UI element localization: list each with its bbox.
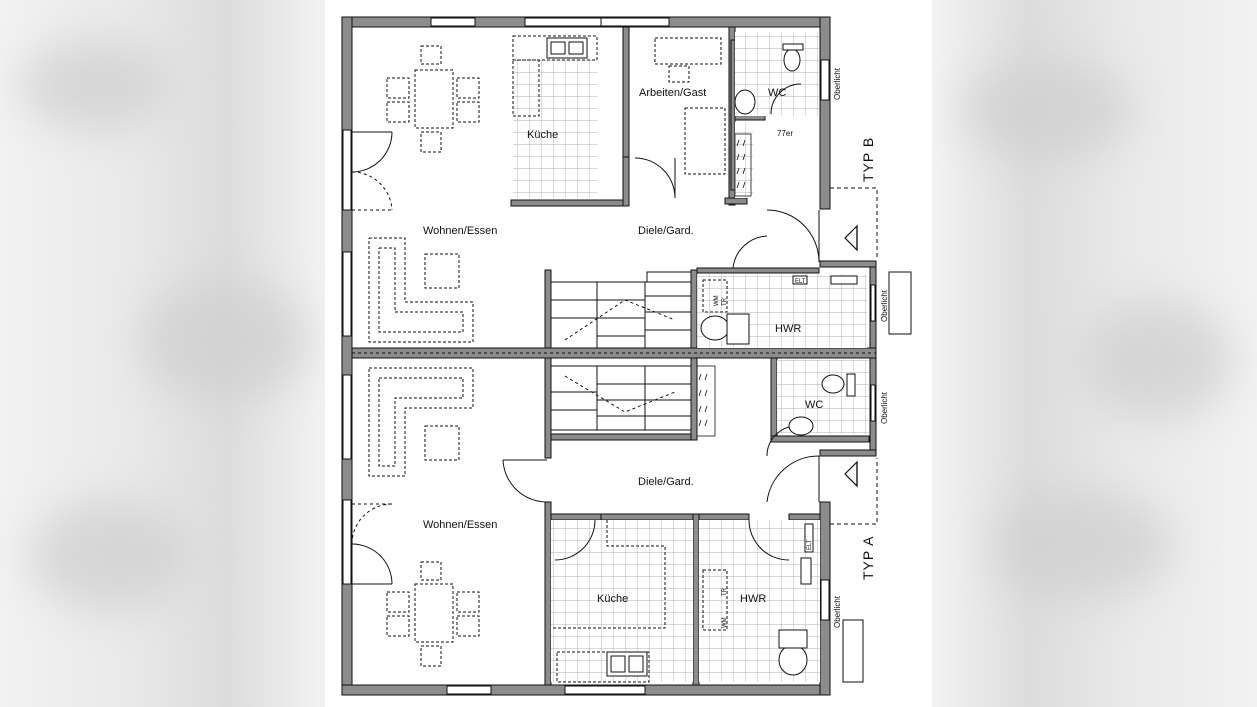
label-elt-lower: ELT bbox=[807, 539, 813, 550]
tiled-floors bbox=[513, 32, 869, 682]
label-washer-upper: WM bbox=[714, 295, 720, 306]
label-type-a: TYP A bbox=[860, 536, 876, 580]
label-utility-upper: HWR bbox=[775, 323, 801, 335]
cabinet-hatching bbox=[696, 133, 752, 437]
lower-interior-walls bbox=[544, 357, 870, 686]
label-skylight-lower-2: Oberlicht bbox=[833, 595, 842, 628]
overhang-outlines bbox=[830, 187, 878, 525]
windows bbox=[342, 17, 876, 695]
stairs-upper bbox=[550, 271, 692, 349]
label-hall-upper: Diele/Gard. bbox=[638, 225, 694, 237]
label-kitchen-lower: Küche bbox=[597, 593, 628, 605]
label-wc-lower: WC bbox=[805, 399, 823, 411]
upper-interior-walls bbox=[510, 26, 820, 349]
sanitary-fixtures bbox=[546, 37, 858, 677]
label-wc-note: 77er bbox=[777, 129, 793, 138]
room-labels: Küche Arbeiten/Gast WC 77er Wohnen/Essen… bbox=[423, 87, 823, 605]
label-hall-lower: Diele/Gard. bbox=[638, 476, 694, 488]
type-labels: TYP B TYP A bbox=[860, 137, 876, 580]
entrance-markers bbox=[844, 224, 858, 488]
stairs-lower bbox=[550, 365, 692, 431]
label-wc-upper: WC bbox=[768, 87, 786, 99]
label-dryer-upper: TR bbox=[722, 297, 728, 306]
floor-plan-drawing: Küche Arbeiten/Gast WC 77er Wohnen/Essen… bbox=[341, 16, 912, 696]
furniture-lower bbox=[368, 367, 728, 683]
appliance-labels: WM TR ELT WM TR ELT bbox=[714, 279, 813, 628]
label-utility-lower: HWR bbox=[740, 593, 766, 605]
label-skylight-upper-2: Oberlicht bbox=[880, 289, 889, 322]
floor-plan: Küche Arbeiten/Gast WC 77er Wohnen/Essen… bbox=[325, 0, 932, 707]
label-office-guest: Arbeiten/Gast bbox=[639, 87, 706, 99]
label-living-upper: Wohnen/Essen bbox=[423, 225, 497, 237]
label-skylight-lower-1: Oberlicht bbox=[880, 391, 889, 424]
label-dryer-lower: TR bbox=[722, 587, 728, 596]
label-living-lower: Wohnen/Essen bbox=[423, 519, 497, 531]
label-washer-lower: WM bbox=[722, 617, 728, 628]
external-boxes bbox=[842, 271, 912, 683]
label-skylight-upper-1: Oberlicht bbox=[833, 67, 842, 100]
label-type-b: TYP B bbox=[860, 137, 876, 182]
skylight-labels: Oberlicht Oberlicht Oberlicht Oberlicht bbox=[833, 67, 889, 628]
blurred-background-left bbox=[0, 0, 325, 707]
label-elt-upper: ELT bbox=[795, 279, 806, 285]
label-kitchen-upper: Küche bbox=[527, 129, 558, 141]
blurred-background-right bbox=[932, 0, 1257, 707]
